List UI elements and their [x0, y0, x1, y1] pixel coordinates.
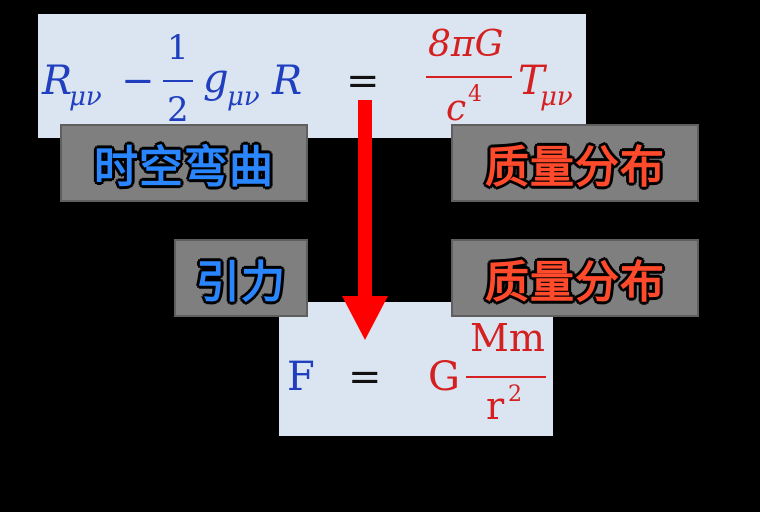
metric-subscript: μν [227, 82, 260, 112]
half-fraction-bar [163, 80, 193, 82]
label-mass-distribution-top: 质量分布 [451, 124, 699, 202]
einstein-equals: = [346, 58, 380, 104]
distance-symbol: r [486, 384, 505, 428]
reduction-arrow [342, 100, 388, 340]
coefficient-denominator: c [446, 88, 467, 129]
newton-fraction-bar [466, 376, 546, 378]
distance-exponent: 2 [508, 382, 522, 407]
half-denominator: 2 [167, 90, 189, 130]
coefficient-denominator-exponent: 4 [468, 82, 482, 107]
arrow-shaft [358, 100, 372, 296]
label-mass-distribution-bottom: 质量分布 [451, 239, 699, 317]
coefficient-numerator: 8πG [428, 24, 504, 65]
label-gravity: 引力 [174, 239, 308, 317]
coefficient-fraction-bar [426, 76, 512, 78]
ricci-symbol: R [42, 58, 73, 104]
gravitational-constant: G [428, 354, 460, 400]
stress-energy-subscript: μν [540, 82, 573, 112]
minus-sign: − [121, 58, 155, 104]
newton-equals: = [348, 354, 382, 400]
stress-energy-symbol: T [518, 58, 545, 104]
label-spacetime-curvature: 时空弯曲 [60, 124, 308, 202]
arrow-head [342, 296, 388, 340]
mass-product: Mm [470, 316, 545, 360]
metric-symbol: g [203, 56, 229, 102]
half-numerator: 1 [167, 28, 189, 68]
ricci-subscript: μν [69, 82, 102, 112]
newton-equation-panel [279, 302, 553, 436]
ricci-scalar: R [272, 58, 303, 104]
force-symbol: F [287, 354, 315, 400]
